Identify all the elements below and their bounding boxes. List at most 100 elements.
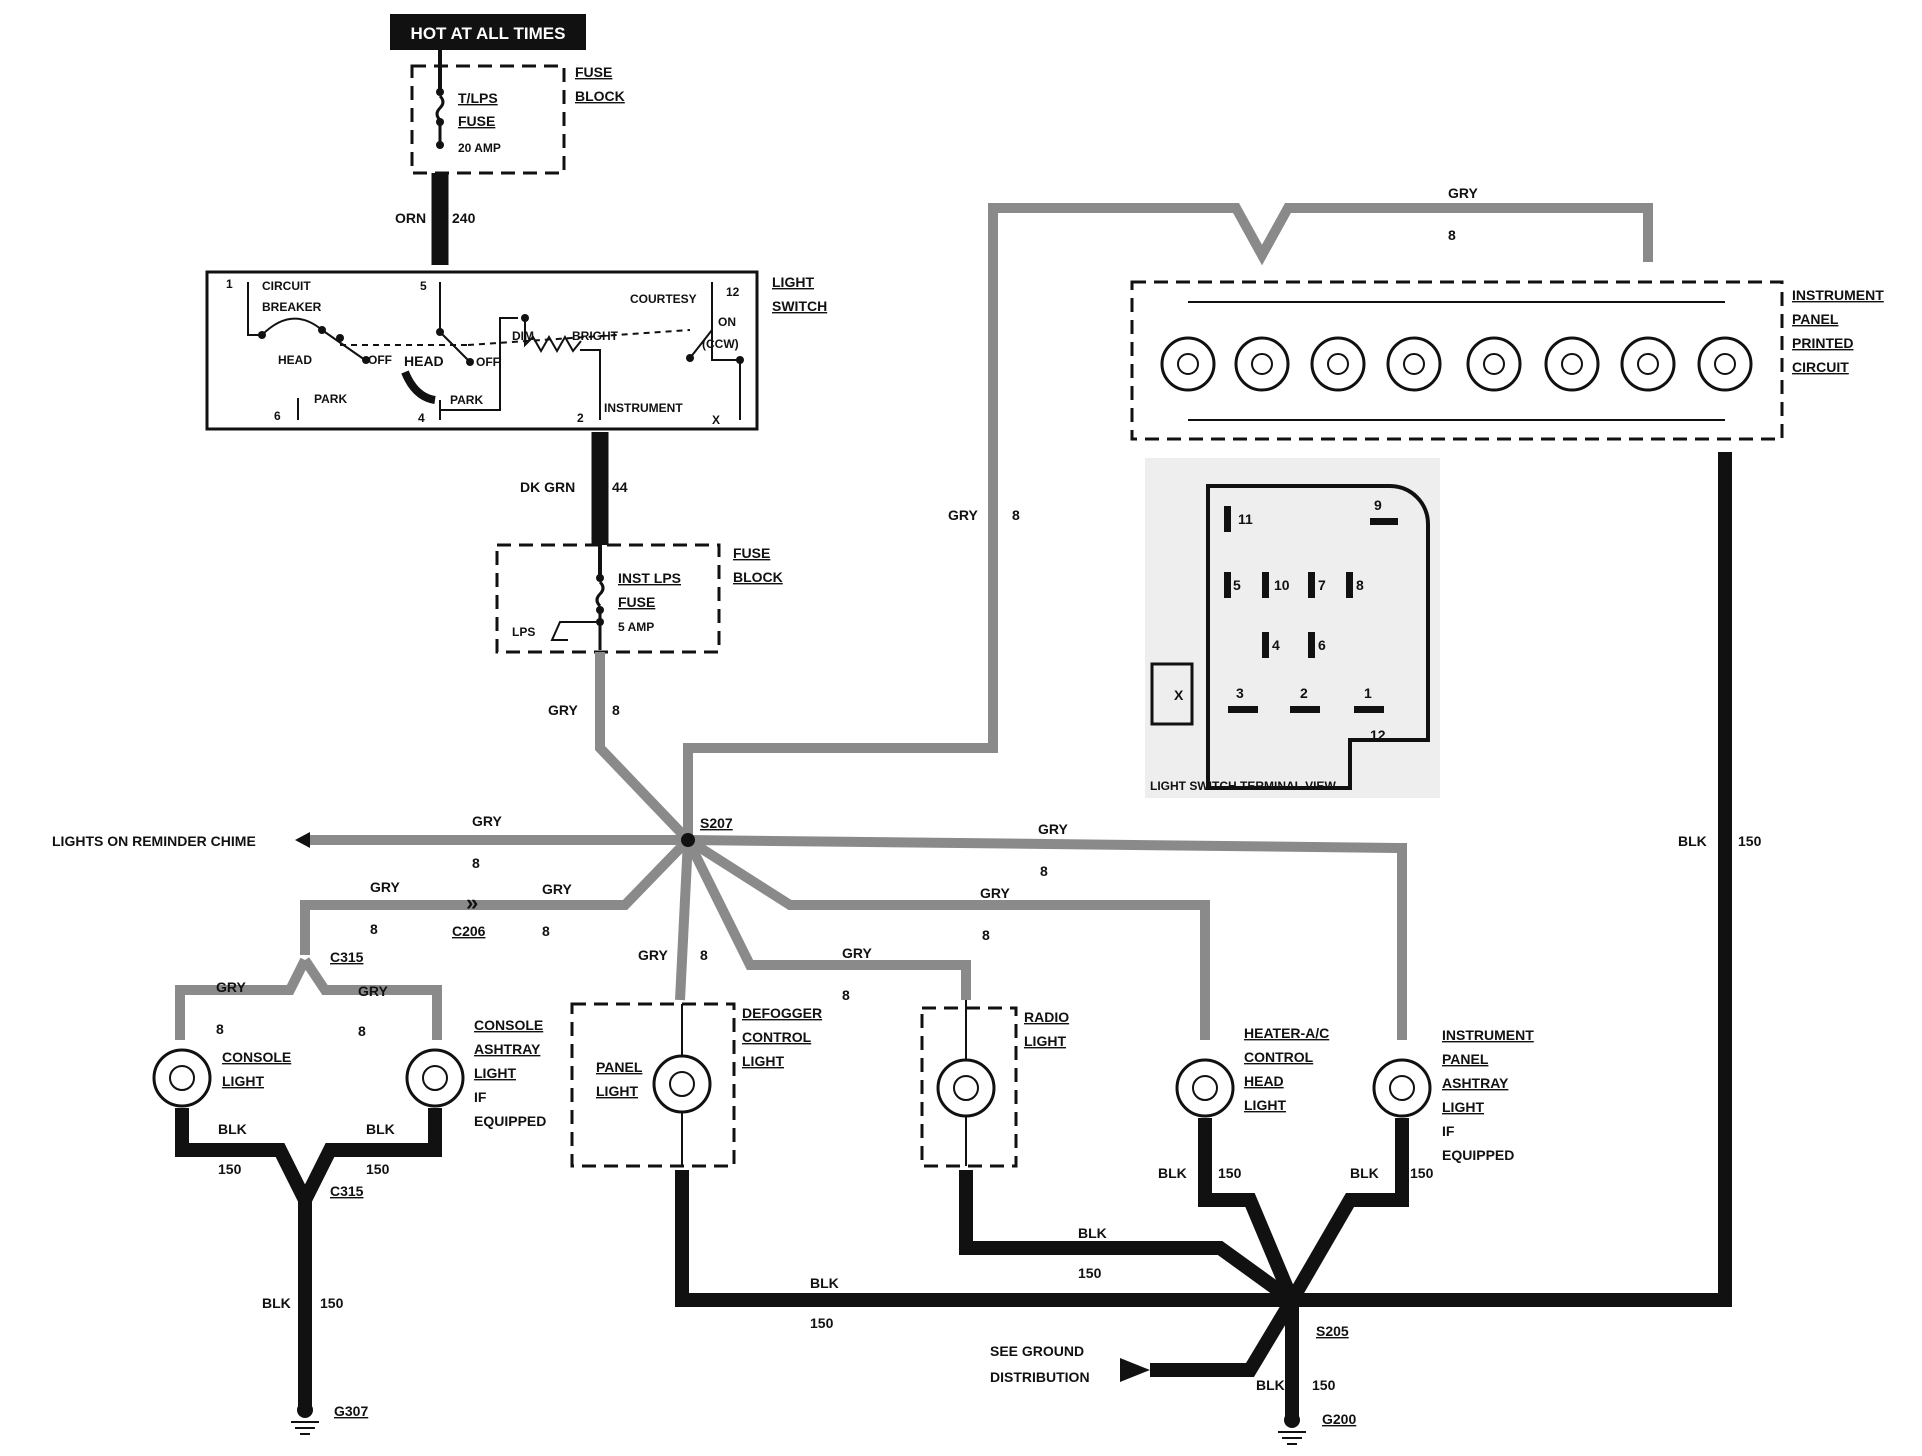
blk-wires [175, 452, 1732, 1418]
c315-bottom-label: C315 [330, 1183, 364, 1199]
c315-top-label: C315 [330, 949, 364, 965]
ipc-l3: PRINTED [1792, 335, 1853, 351]
gry-label-chime: GRY [472, 813, 502, 829]
gry-wires [175, 203, 1653, 1040]
light-switch: LIGHT SWITCH 1 CIRCUIT BREAKER 5 COURTES… [205, 270, 827, 431]
blk-num-cash: 150 [366, 1161, 390, 1177]
gry-num-c206: 8 [542, 923, 550, 939]
c206-label: C206 [452, 923, 486, 939]
svg-text:HEAD: HEAD [404, 353, 444, 369]
gry-num-mid: 8 [1012, 507, 1020, 523]
heater-l1: HEATER-A/C [1244, 1025, 1329, 1041]
svg-text:6: 6 [274, 409, 281, 423]
svg-text:PARK: PARK [450, 393, 483, 407]
wire-orn-color: ORN [395, 210, 426, 226]
console-ashtray-l3: LIGHT [474, 1065, 516, 1081]
svg-text:LIGHT SWITCH TERMINAL VIEW: LIGHT SWITCH TERMINAL VIEW [1150, 779, 1336, 793]
ground-g307-icon [291, 1402, 319, 1435]
ipa-l3: ASHTRAY [1442, 1075, 1509, 1091]
gry-num-radio: 8 [842, 987, 850, 1003]
ground-dist-l1: SEE GROUND [990, 1343, 1084, 1359]
console-light-label2: LIGHT [222, 1073, 264, 1089]
svg-text:FUSE: FUSE [733, 545, 770, 561]
svg-text:11: 11 [1238, 511, 1253, 527]
blk-label-radio: BLK [1078, 1225, 1107, 1241]
svg-text:4: 4 [1272, 637, 1280, 653]
blk-num-radio: 150 [1078, 1265, 1102, 1281]
blk-num-g307: 150 [320, 1295, 344, 1311]
gry-label-c206: GRY [542, 881, 572, 897]
ipc-l1: INSTRUMENT [1792, 287, 1884, 303]
blk-label-heater: BLK [1158, 1165, 1187, 1181]
svg-text:10: 10 [1274, 577, 1290, 593]
svg-text:1: 1 [1364, 685, 1372, 701]
svg-text:4: 4 [418, 411, 425, 425]
blk-num-heater: 150 [1218, 1165, 1242, 1181]
blk-num-ipa: 150 [1410, 1165, 1434, 1181]
gry-label-top: GRY [1448, 185, 1478, 201]
svg-text:INSTRUMENT: INSTRUMENT [604, 401, 683, 415]
defogger-l2: CONTROL [742, 1029, 812, 1045]
gry-label-mid: GRY [948, 507, 978, 523]
svg-text:20 AMP: 20 AMP [458, 141, 501, 155]
ipa-l2: PANEL [1442, 1051, 1489, 1067]
blk-label-ipc: BLK [1678, 833, 1707, 849]
svg-text:ON: ON [718, 315, 736, 329]
wire-orn-num: 240 [452, 210, 476, 226]
gry-label-ipa: GRY [1038, 821, 1068, 837]
gry-num-console: 8 [216, 1021, 224, 1037]
wire-dkgrn-color: DK GRN [520, 479, 575, 495]
console-ashtray-l1: CONSOLE [474, 1017, 543, 1033]
console-ashtray-l4: IF [474, 1089, 487, 1105]
ipc-l2: PANEL [1792, 311, 1839, 327]
blk-label-ipa: BLK [1350, 1165, 1379, 1181]
svg-text:OFF: OFF [476, 355, 500, 369]
gry-num-s207: 8 [612, 702, 620, 718]
svg-text:5: 5 [1233, 577, 1241, 593]
gry-label-c315: GRY [370, 879, 400, 895]
svg-text:X: X [712, 413, 720, 427]
g307-label: G307 [334, 1403, 368, 1419]
ground-dist-l2: DISTRIBUTION [990, 1369, 1090, 1385]
svg-text:OFF: OFF [368, 353, 392, 367]
svg-text:2: 2 [1300, 685, 1308, 701]
chime-arrow-icon [295, 832, 310, 848]
ipa-l4: LIGHT [1442, 1099, 1484, 1115]
gry-label-radio: GRY [842, 945, 872, 961]
gry-label-s207: GRY [548, 702, 578, 718]
console-ashtray-l2: ASHTRAY [474, 1041, 541, 1057]
gry-label-cash: GRY [358, 983, 388, 999]
gry-num-top: 8 [1448, 227, 1456, 243]
console-ashtray-bulb [405, 1048, 465, 1108]
svg-text:9: 9 [1374, 497, 1382, 513]
console-light-label1: CONSOLE [222, 1049, 291, 1065]
svg-text:BLOCK: BLOCK [575, 88, 625, 104]
heater-l4: LIGHT [1244, 1097, 1286, 1113]
svg-text:1: 1 [226, 277, 233, 291]
gry-num-ipa: 8 [1040, 863, 1048, 879]
splice-s207 [681, 833, 695, 847]
s207-label: S207 [700, 815, 733, 831]
console-light-bulb [152, 1048, 212, 1108]
radio-light-bulb [920, 1000, 1018, 1168]
panel-light-bulb [570, 1002, 736, 1168]
inst-lps-fuse-block: INST LPS FUSE 5 AMP LPS FUSE BLOCK [495, 543, 783, 654]
chime-label: LIGHTS ON REMINDER CHIME [52, 833, 256, 849]
blk-label-cash: BLK [366, 1121, 395, 1137]
svg-text:FUSE: FUSE [618, 594, 655, 610]
blk-label-console: BLK [218, 1121, 247, 1137]
gry-num-heater: 8 [982, 927, 990, 943]
svg-text:12: 12 [726, 285, 740, 299]
blk-num-ipc: 150 [1738, 833, 1762, 849]
gry-label-console: GRY [216, 979, 246, 995]
wire-dkgrn-num: 44 [612, 479, 628, 495]
svg-text:12: 12 [1370, 727, 1386, 743]
gry-num-cash: 8 [358, 1023, 366, 1039]
panel-light-l2: LIGHT [596, 1083, 638, 1099]
svg-text:(CCW): (CCW) [702, 337, 739, 351]
ipa-l1: INSTRUMENT [1442, 1027, 1534, 1043]
svg-text:5: 5 [420, 279, 427, 293]
g200-label: G200 [1322, 1411, 1356, 1427]
blk-num-g200: 150 [1312, 1377, 1336, 1393]
